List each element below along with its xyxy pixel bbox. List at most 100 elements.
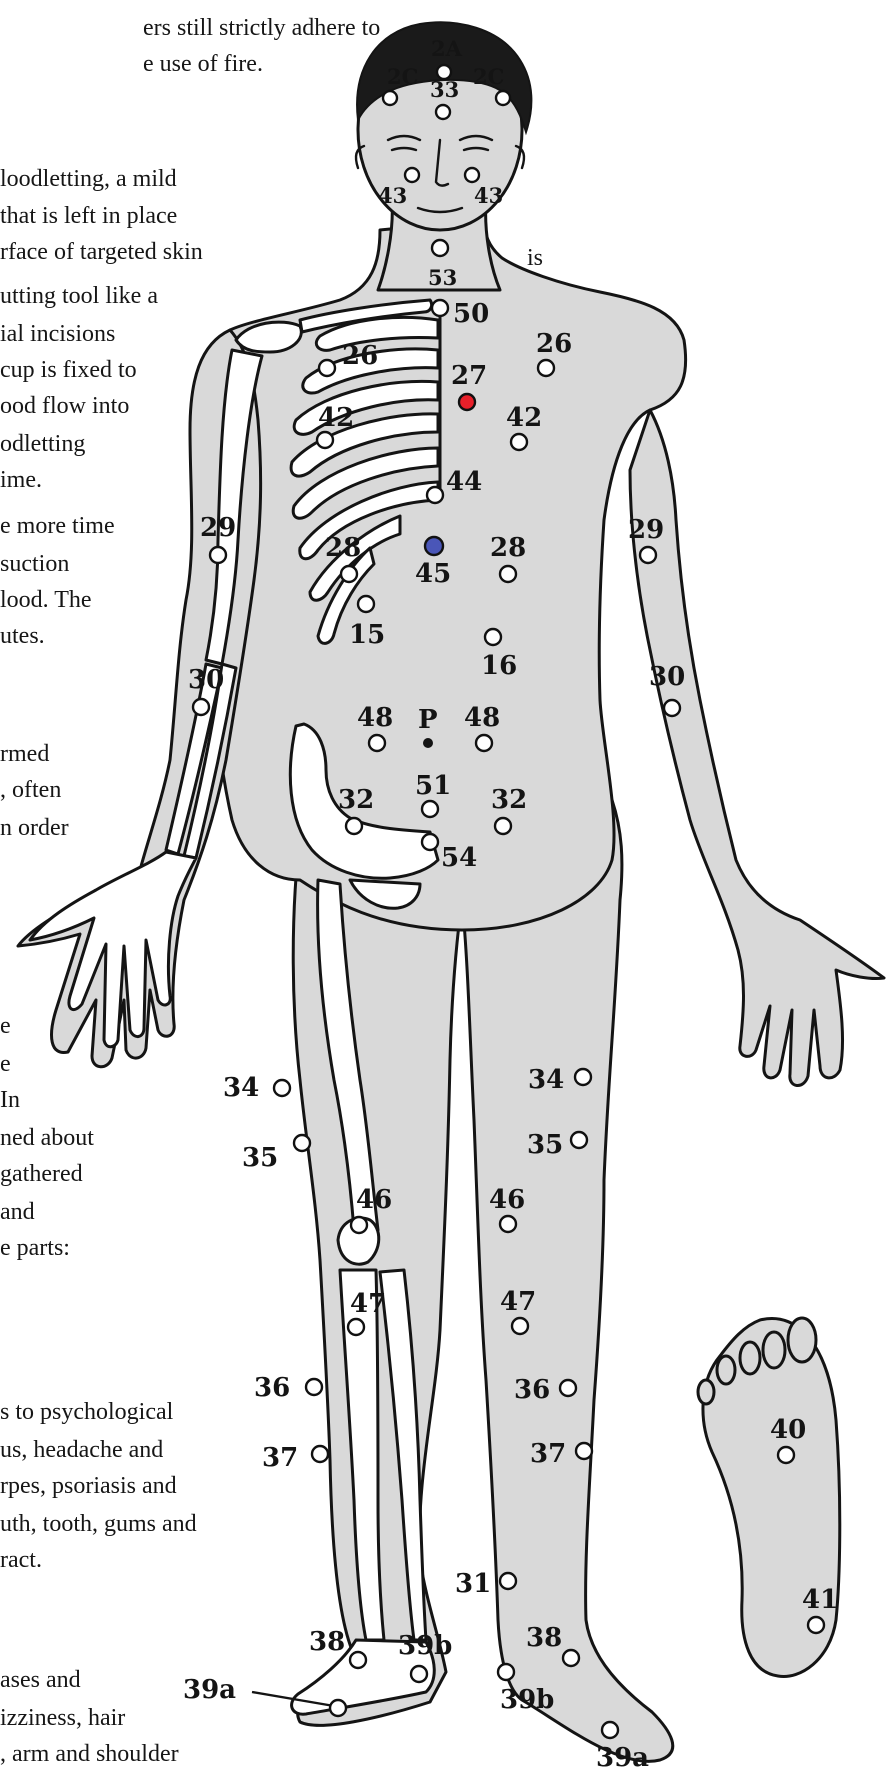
acupoint-marker <box>358 596 374 612</box>
acupoint-marker <box>602 1722 618 1738</box>
acupoint-marker <box>369 735 385 751</box>
acupoint-marker <box>425 537 443 555</box>
acupoint-label: 15 <box>349 620 385 650</box>
acupoint-label: 34 <box>223 1073 259 1103</box>
acupoint-marker <box>411 1666 427 1682</box>
acupoint-label: 32 <box>491 785 527 815</box>
acupoint-marker <box>500 1573 516 1589</box>
acupoint-label: 46 <box>356 1185 392 1215</box>
toe <box>698 1380 714 1404</box>
toe <box>763 1332 785 1368</box>
acupoint-label: 33 <box>430 77 459 102</box>
acupoint-label: 48 <box>357 703 393 733</box>
acupoint-marker <box>383 91 397 105</box>
acupoint-label: 32 <box>338 785 374 815</box>
acupoint-marker <box>210 547 226 563</box>
acupoint-marker <box>498 1664 514 1680</box>
acupoint-marker <box>512 1318 528 1334</box>
acupoint-marker <box>346 818 362 834</box>
acupoint-label: 39a <box>596 1743 649 1773</box>
acupoint-marker <box>563 1650 579 1666</box>
toe <box>740 1342 760 1374</box>
acupoint-label: 30 <box>649 662 685 692</box>
acupoint-marker <box>312 1446 328 1462</box>
acupoint-label: 28 <box>490 533 526 563</box>
toe <box>717 1356 735 1384</box>
acupoint-marker <box>496 91 510 105</box>
acupoint-label: 42 <box>506 403 542 433</box>
acupoint-label: 34 <box>528 1065 564 1095</box>
acupoint-label: 51 <box>415 771 451 801</box>
acupoint-marker <box>560 1380 576 1396</box>
acupoint-label: 29 <box>200 513 236 543</box>
acupoint-marker <box>405 168 419 182</box>
acupoint-label: 36 <box>254 1373 290 1403</box>
acupoint-label: 43 <box>474 183 503 208</box>
acupoint-label: 31 <box>455 1569 491 1599</box>
acupoint-marker <box>495 818 511 834</box>
acupoint-marker <box>436 105 450 119</box>
acupoint-marker <box>317 432 333 448</box>
acupoint-marker <box>294 1135 310 1151</box>
acupoint-label: 47 <box>350 1289 386 1319</box>
acupoint-label: 42 <box>318 403 354 433</box>
acupoint-label: 36 <box>514 1375 550 1405</box>
acupoint-marker <box>330 1700 346 1716</box>
acupoint-label: 53 <box>428 265 457 290</box>
acupoint-marker <box>465 168 479 182</box>
acupoint-label: 38 <box>526 1623 562 1653</box>
acupoint-marker <box>341 566 357 582</box>
acupoint-marker <box>427 487 443 503</box>
acupoint-label: 48 <box>464 703 500 733</box>
acupoint-marker <box>576 1443 592 1459</box>
right-arm <box>630 410 884 1086</box>
acupoint-label: 26 <box>342 341 378 371</box>
acupoint-marker <box>306 1379 322 1395</box>
acupoint-marker <box>808 1617 824 1633</box>
acupoint-marker <box>640 547 656 563</box>
acupoint-label: 35 <box>242 1143 278 1173</box>
acupoint-label: 28 <box>325 533 361 563</box>
acupoint-label: 2C <box>387 64 418 89</box>
acupoint-label: 44 <box>446 467 482 497</box>
acupoint-label: 27 <box>451 361 487 391</box>
acupoint-marker <box>423 738 433 748</box>
toe <box>788 1318 816 1362</box>
acupoint-marker <box>459 394 475 410</box>
acupoint-marker <box>575 1069 591 1085</box>
acupoint-marker <box>571 1132 587 1148</box>
acupoint-label: 38 <box>309 1627 345 1657</box>
acupoint-label: 35 <box>527 1130 563 1160</box>
acupoint-marker <box>274 1080 290 1096</box>
acupoint-marker <box>319 360 335 376</box>
acupoint-label: 40 <box>770 1415 806 1445</box>
acupoint-marker <box>422 801 438 817</box>
acupoint-marker <box>778 1447 794 1463</box>
acupoint-label: 47 <box>500 1287 536 1317</box>
acupoint-marker <box>193 699 209 715</box>
acupoint-label: 37 <box>530 1439 566 1469</box>
acupoint-label: 39b <box>398 1631 452 1661</box>
acupoint-label: 2A <box>431 36 463 61</box>
acupoint-label: 16 <box>481 651 517 681</box>
acupoint-label: 43 <box>378 183 407 208</box>
acupoint-label: 46 <box>489 1185 525 1215</box>
acupoint-marker <box>476 735 492 751</box>
acupoint-marker <box>500 1216 516 1232</box>
acupoint-marker <box>432 240 448 256</box>
acupoint-label: 39a <box>183 1675 236 1705</box>
acupoint-label: 39b <box>500 1685 554 1715</box>
acupoint-marker <box>432 300 448 316</box>
acupoint-label: 37 <box>262 1443 298 1473</box>
right-leg <box>462 800 673 1761</box>
acupoint-marker <box>485 629 501 645</box>
acupoint-label: 50 <box>453 299 489 329</box>
acupoint-marker <box>538 360 554 376</box>
acupoint-label: 2C <box>473 64 504 89</box>
acupoint-marker <box>500 566 516 582</box>
acupoint-label: 30 <box>188 665 224 695</box>
acupoint-marker <box>348 1319 364 1335</box>
acupoint-label: 29 <box>628 515 664 545</box>
acupoint-label: 54 <box>441 843 477 873</box>
